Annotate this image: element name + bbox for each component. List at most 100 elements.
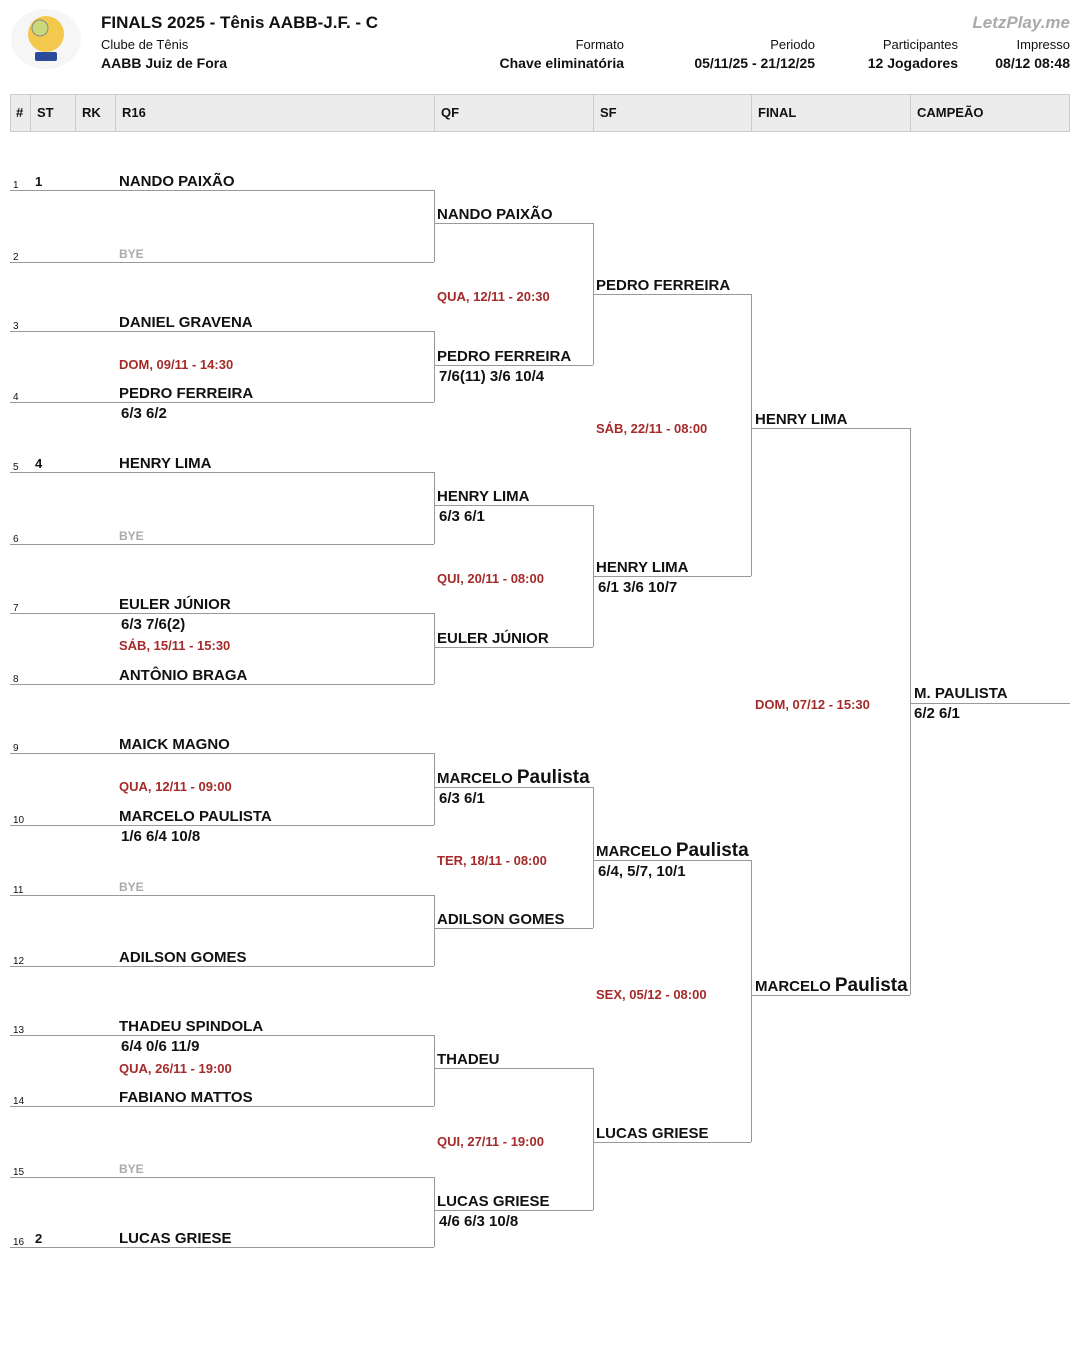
- match-date: SÁB, 15/11 - 15:30: [119, 638, 231, 653]
- bracket-connector: [751, 428, 910, 429]
- match-score: 6/3 6/2: [121, 405, 167, 422]
- slot-number: 14: [13, 1096, 25, 1107]
- player-last-name: Paulista: [516, 767, 590, 788]
- bracket-connector: [10, 1035, 434, 1036]
- slot-number: 9: [13, 743, 19, 754]
- bracket-connector: [10, 402, 434, 403]
- match-score: 1/6 6/4 10/8: [121, 828, 201, 845]
- col-final: FINAL: [752, 95, 911, 131]
- match-score: 6/3 7/6(2): [121, 616, 186, 633]
- player-slot[interactable]: EULER JÚNIOR: [437, 630, 549, 647]
- bracket-connector: [910, 428, 911, 995]
- player-slot[interactable]: ADILSON GOMES: [119, 949, 247, 966]
- player-slot[interactable]: PEDRO FERREIRA: [437, 348, 572, 365]
- player-slot[interactable]: PEDRO FERREIRA: [119, 385, 254, 402]
- player-slot[interactable]: MAICK MAGNO: [119, 736, 230, 753]
- bracket-connector: [434, 331, 435, 402]
- slot-number: 5: [13, 462, 19, 473]
- player-slot[interactable]: LUCAS GRIESE: [596, 1125, 709, 1142]
- player-slot[interactable]: ANTÔNIO BRAGA: [119, 667, 248, 684]
- match-date: SEX, 05/12 - 08:00: [596, 987, 707, 1002]
- champion-score: 6/2 6/1: [914, 705, 960, 722]
- champion-name[interactable]: M. PAULISTA: [914, 685, 1008, 702]
- match-score: 6/4, 5/7, 10/1: [598, 863, 686, 880]
- bracket-connector: [10, 966, 434, 967]
- bracket-connector: [10, 331, 434, 332]
- seed-number: 4: [35, 456, 43, 471]
- bracket-connector: [10, 472, 434, 473]
- player-slot[interactable]: FABIANO MATTOS: [119, 1089, 253, 1106]
- participants-label: Participantes: [882, 37, 958, 52]
- bracket-connector: [593, 1068, 594, 1210]
- col-rk: RK: [76, 95, 116, 131]
- bracket-connector: [751, 995, 910, 996]
- bracket-connector: [10, 1247, 434, 1248]
- bracket-connector: [434, 190, 435, 262]
- match-date: DOM, 07/12 - 15:30: [755, 697, 870, 712]
- bracket-connector: [593, 787, 594, 928]
- bracket-connector: [434, 472, 435, 544]
- player-slot[interactable]: HENRY LIMA: [119, 455, 212, 472]
- slot-number: 13: [13, 1025, 25, 1036]
- bracket-connector: [751, 860, 752, 1142]
- bracket-connector: [593, 860, 751, 861]
- match-date: SÁB, 22/11 - 08:00: [596, 421, 708, 436]
- match-score: 6/3 6/1: [439, 790, 485, 807]
- bracket-connector: [434, 928, 593, 929]
- match-date: DOM, 09/11 - 14:30: [119, 357, 234, 372]
- match-date: QUA, 26/11 - 19:00: [119, 1061, 232, 1076]
- bracket-connector: [434, 1068, 593, 1069]
- player-slot[interactable]: DANIEL GRAVENA: [119, 314, 253, 331]
- match-score: 6/4 0/6 11/9: [121, 1038, 200, 1055]
- period-value: 05/11/25 - 21/12/25: [694, 55, 815, 71]
- bracket-connector: [434, 647, 593, 648]
- player-slot[interactable]: HENRY LIMA: [437, 488, 530, 505]
- bracket-connector: [434, 223, 593, 224]
- col-sf: SF: [594, 95, 752, 131]
- period-label: Periodo: [770, 37, 815, 52]
- player-slot[interactable]: PEDRO FERREIRA: [596, 277, 731, 294]
- player-slot[interactable]: LUCAS GRIESE: [119, 1230, 232, 1247]
- player-slot[interactable]: LUCAS GRIESE: [437, 1193, 550, 1210]
- printed-value: 08/12 08:48: [995, 55, 1070, 71]
- player-slot[interactable]: NANDO PAIXÃO: [119, 173, 235, 190]
- bracket-connector: [434, 787, 593, 788]
- player-slot[interactable]: ADILSON GOMES: [437, 911, 565, 928]
- bracket-connector: [10, 895, 434, 896]
- match-score: 6/1 3/6 10/7: [598, 579, 678, 596]
- player-slot[interactable]: THADEU SPINDOLA: [119, 1018, 264, 1035]
- player-slot[interactable]: NANDO PAIXÃO: [437, 206, 553, 223]
- col-champion: CAMPEÃO: [917, 105, 984, 120]
- player-slot[interactable]: EULER JÚNIOR: [119, 596, 231, 613]
- match-date: QUI, 20/11 - 08:00: [437, 571, 544, 586]
- player-first-name: MARCELO: [596, 843, 672, 860]
- bracket-connector: [10, 825, 434, 826]
- player-slot[interactable]: HENRY LIMA: [755, 411, 848, 428]
- bracket-connector: [434, 613, 435, 684]
- bracket-connector: [434, 895, 435, 966]
- player-slot[interactable]: HENRY LIMA: [596, 559, 689, 576]
- match-score: 4/6 6/3 10/8: [439, 1213, 519, 1230]
- printed-label: Impresso: [1016, 37, 1070, 52]
- brand-link[interactable]: LetzPlay.me: [972, 13, 1070, 32]
- player-first-name: MARCELO: [755, 978, 831, 995]
- player-slot: BYE: [119, 1162, 144, 1176]
- bracket-connector: [593, 1142, 751, 1143]
- bracket-connector: [10, 190, 434, 191]
- slot-number: 3: [13, 321, 19, 332]
- seed-number: 1: [35, 174, 43, 189]
- slot-number: 10: [13, 815, 25, 826]
- bracket-connector: [434, 753, 435, 825]
- player-slot[interactable]: THADEU: [437, 1051, 500, 1068]
- bracket-connector: [910, 703, 1070, 704]
- player-slot[interactable]: MARCELO PAULISTA: [119, 808, 272, 825]
- col-r16: R16: [116, 95, 435, 131]
- bracket-connector: [10, 753, 434, 754]
- bracket-connector: [10, 684, 434, 685]
- slot-number: 8: [13, 674, 19, 685]
- slot-number: 12: [13, 956, 25, 967]
